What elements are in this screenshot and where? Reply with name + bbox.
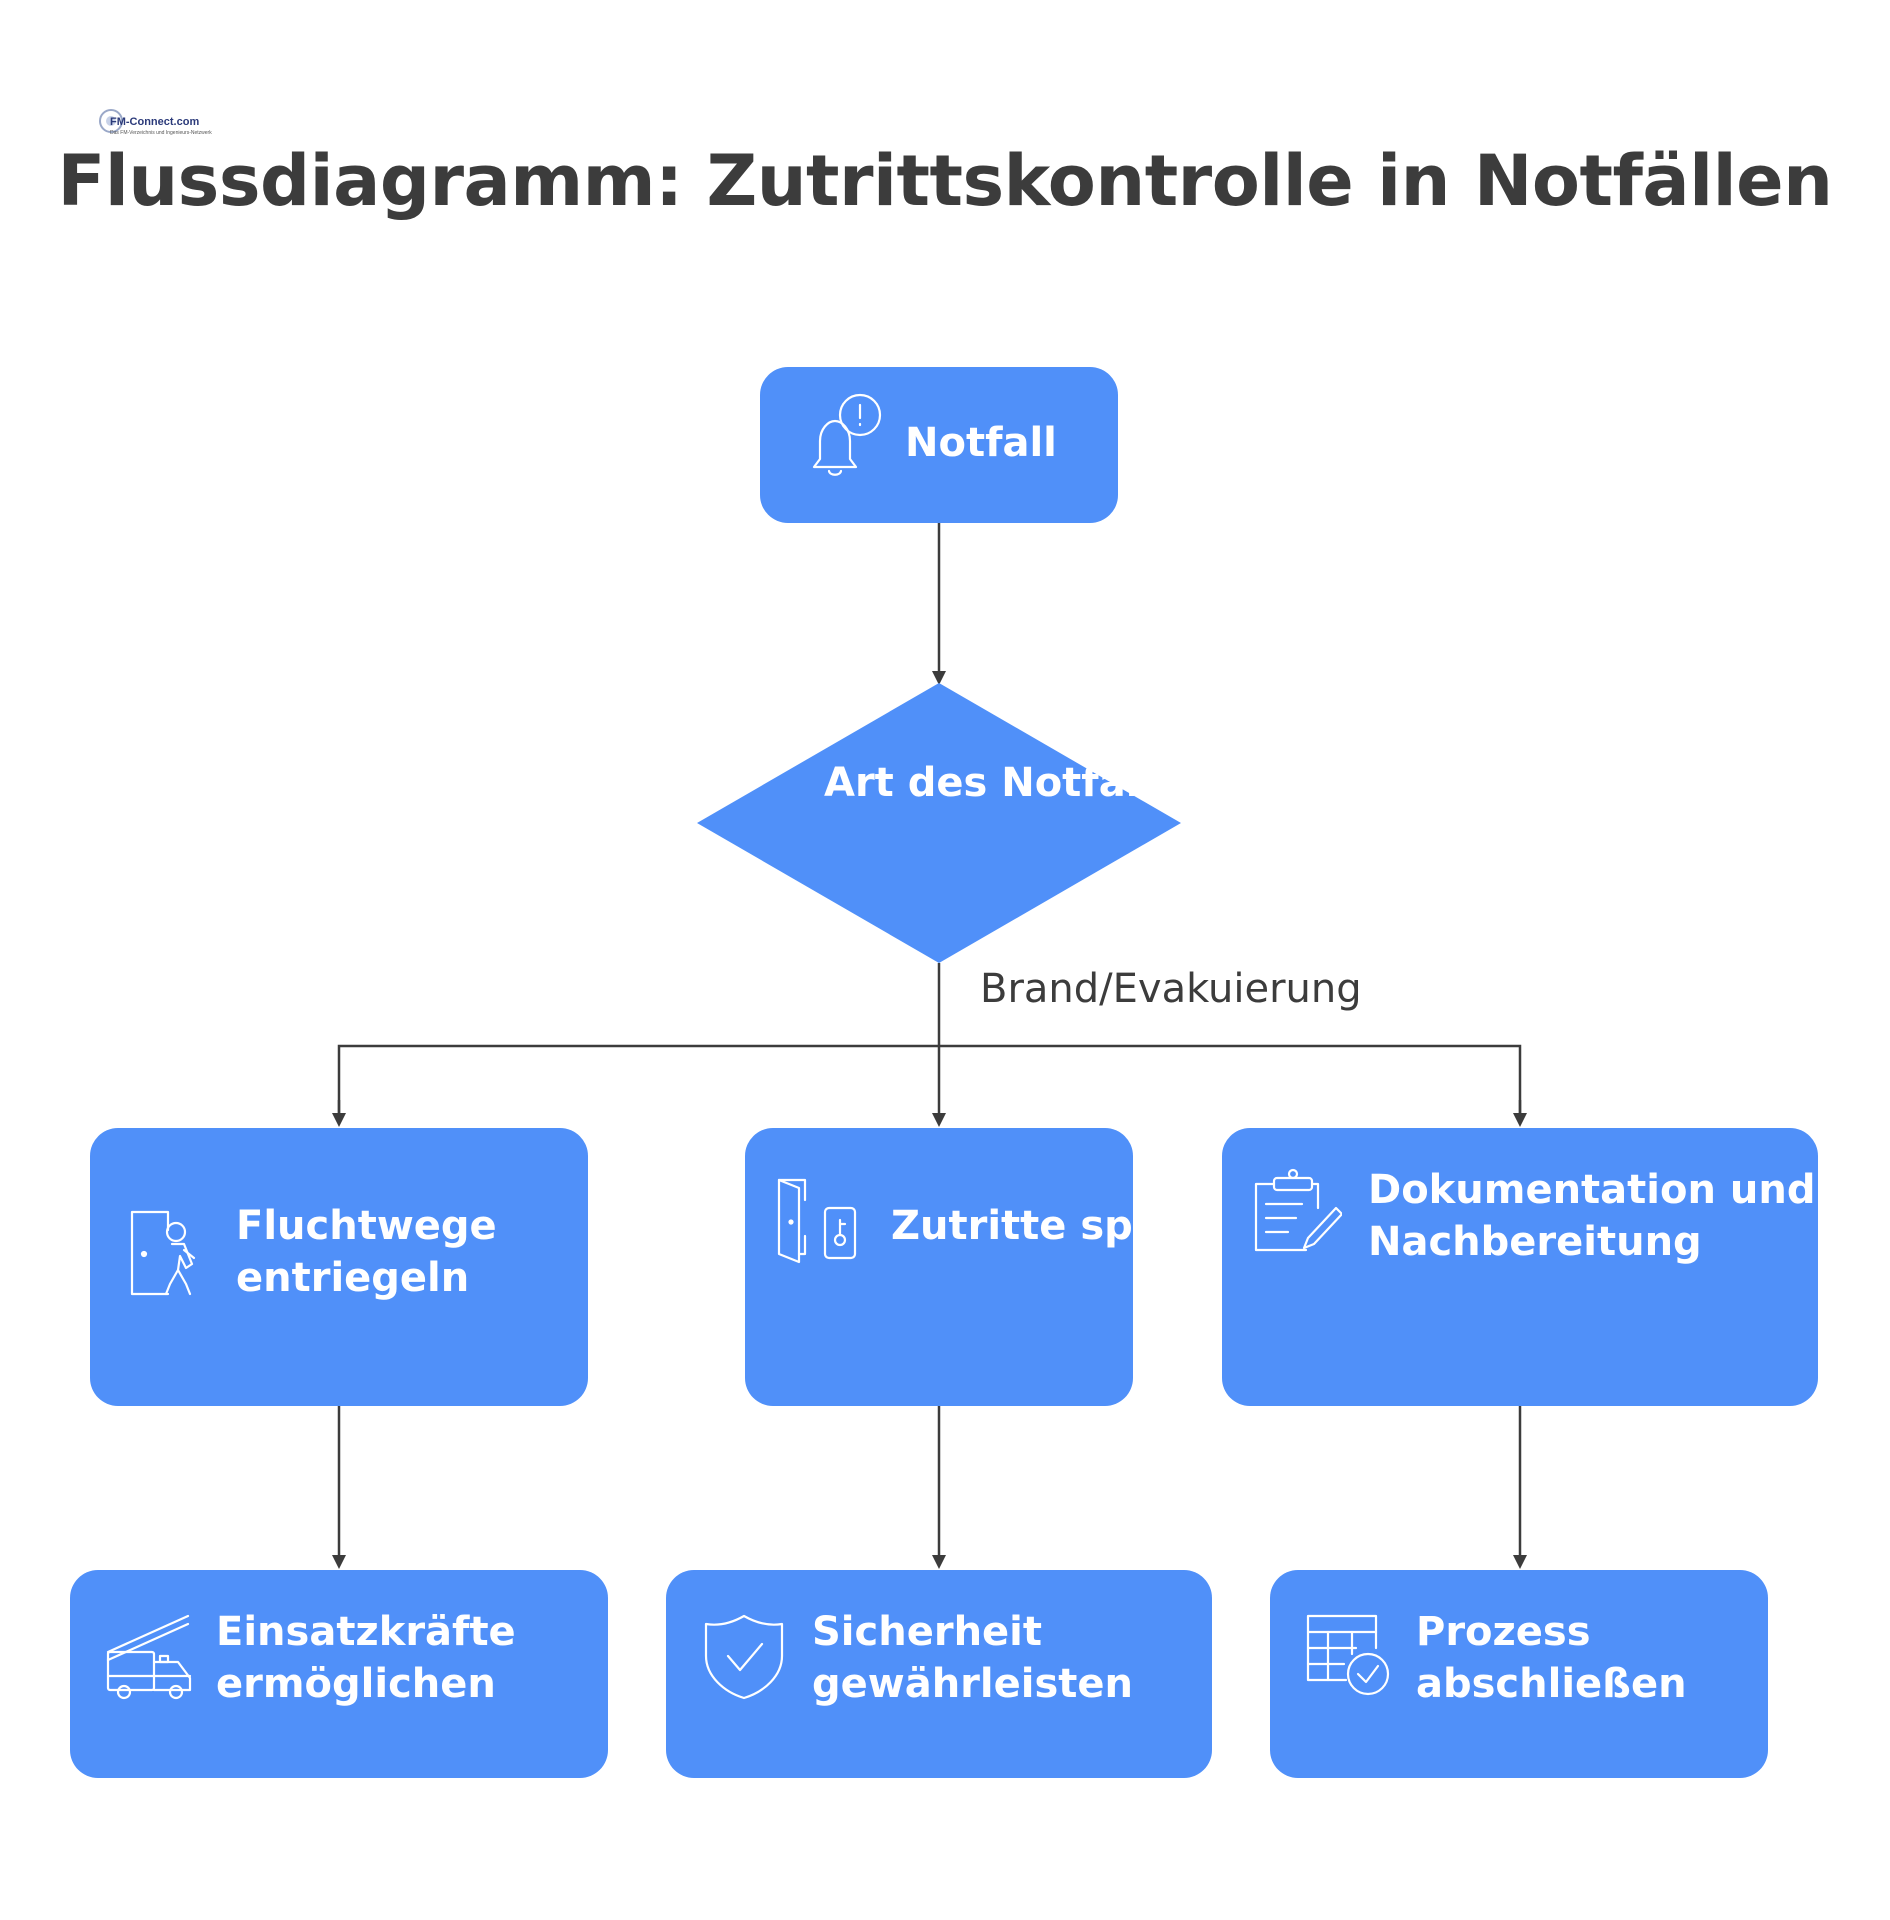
node-notfall-label: Notfall (905, 420, 1057, 466)
fm-connect-logo (96, 104, 178, 138)
node-doku: Dokumentation und Nachbereitung (1222, 1128, 1818, 1406)
node-einsatz: Einsatzkräfte ermöglichen (70, 1570, 608, 1778)
node-prozess-line2: abschließen (1416, 1661, 1687, 1707)
door-exit-person-icon (130, 1210, 196, 1296)
table-check-icon (1306, 1614, 1390, 1696)
node-fluchtwege-line1: Fluchtwege (236, 1203, 497, 1249)
page-title: Flussdiagramm: Zutrittskontrolle in Notf… (57, 140, 1833, 222)
node-prozess-line1: Prozess (1416, 1609, 1591, 1655)
edge-split-horizontal (337, 1044, 1522, 1120)
door-lock-icon (777, 1178, 857, 1264)
node-prozess: Prozess abschließen (1270, 1570, 1768, 1778)
node-sicherheit-line2: gewährleisten (812, 1661, 1133, 1707)
edge-label-brand: Brand/Evakuierung (980, 966, 1362, 1012)
node-doku-line1: Dokumentation und (1368, 1167, 1816, 1213)
node-notfall: Notfall (760, 367, 1118, 523)
node-fluchtwege-line2: entriegeln (236, 1255, 470, 1301)
logo-subtext: Das FM-Verzeichnis und Ingenieurs-Netzwe… (110, 130, 212, 136)
fire-truck-icon (106, 1614, 192, 1700)
node-einsatz-line1: Einsatzkräfte (216, 1609, 516, 1655)
node-decision-label: Art des Notfalls? (824, 760, 1134, 806)
shield-check-icon (704, 1614, 784, 1700)
node-sicherheit-line1: Sicherheit (812, 1609, 1042, 1655)
node-doku-line2: Nachbereitung (1368, 1219, 1702, 1265)
node-sicherheit: Sicherheit gewährleisten (666, 1570, 1212, 1778)
node-einsatz-line2: ermöglichen (216, 1661, 496, 1707)
clipboard-edit-icon (1254, 1168, 1342, 1252)
logo-text: FM-Connect.com (110, 116, 200, 128)
alarm-bell-icon (812, 393, 882, 476)
node-fluchtwege: Fluchtwege entriegeln (90, 1128, 588, 1406)
node-zutritte: Zutritte sperren (745, 1128, 1133, 1406)
node-zutritte-label: Zutritte sperren (891, 1203, 1133, 1249)
node-decision (697, 683, 1181, 963)
